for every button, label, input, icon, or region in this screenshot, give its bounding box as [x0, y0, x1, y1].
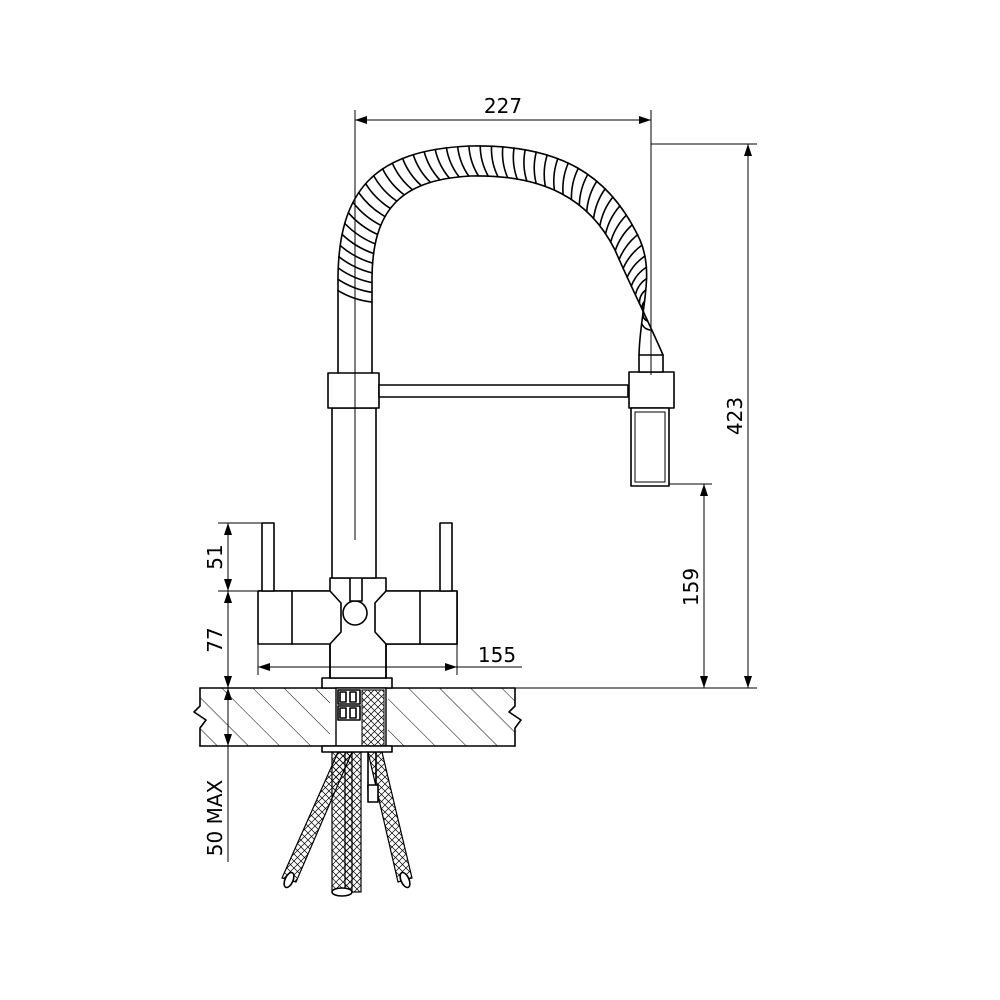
dim-spout-height: 159 [679, 568, 703, 606]
left-handle [261, 522, 275, 592]
spring-coil [599, 196, 614, 227]
center-knob [342, 600, 368, 626]
spring-coil [533, 151, 538, 185]
spring-coil [622, 244, 643, 270]
spring-coil [401, 157, 423, 187]
spring-coil [391, 162, 414, 191]
spring-coil [412, 153, 432, 184]
dim-body-height: 77 [203, 627, 227, 652]
spring-coil [337, 289, 373, 303]
spring-coil [578, 173, 589, 206]
spring-coil [609, 214, 628, 243]
spring-coil [456, 145, 470, 177]
spring-coil [543, 154, 548, 188]
spring-coil [337, 267, 373, 284]
spring-coil [570, 167, 580, 201]
spring-coil [626, 255, 646, 279]
spring-coil [592, 187, 606, 220]
spring-coil [552, 157, 559, 191]
spring-hose [337, 145, 664, 374]
spring-coil [585, 180, 598, 213]
spring-coil [501, 146, 509, 179]
spring-coil [638, 289, 647, 305]
spring-coil [512, 147, 519, 180]
spring-coil [423, 150, 441, 181]
dim-total-height: 423 [723, 397, 747, 435]
faucet-body [257, 577, 458, 679]
spring-coil [381, 168, 406, 196]
spring-coil [562, 162, 570, 196]
spring-coil [642, 311, 649, 323]
spring-coil [341, 233, 375, 255]
spring-coil [364, 182, 392, 210]
column [327, 372, 380, 579]
spring-coil [634, 277, 648, 296]
spray-head [628, 354, 675, 487]
dim-deck-thickness: 50 MAX [203, 779, 227, 856]
spring-coil [338, 255, 373, 274]
spring-coil [347, 211, 379, 236]
spring-coil [357, 191, 386, 218]
spring-coil [523, 148, 528, 182]
spring-coil [372, 174, 398, 202]
dim-handle-height: 51 [203, 544, 227, 569]
spring-coil [490, 145, 499, 178]
spring-coil [343, 222, 377, 245]
dim-handle-span: 155 [478, 643, 516, 667]
spring-coil [479, 145, 490, 177]
spring-coil [604, 205, 621, 235]
spring-coil [434, 148, 451, 179]
dim-spout-reach: 227 [484, 94, 522, 118]
spring-coil [445, 147, 460, 178]
spring-coil [618, 233, 639, 261]
mounting-shank [321, 677, 393, 753]
spring-coil [630, 266, 648, 287]
spring-coil [468, 145, 480, 177]
support-arm [378, 384, 629, 398]
spring-coil [337, 278, 373, 294]
supply-hoses [281, 745, 413, 897]
dimensions: 227 423 159 51 77 155 50 MAX [203, 94, 757, 862]
right-handle [439, 522, 453, 592]
spring-coil [614, 223, 634, 252]
